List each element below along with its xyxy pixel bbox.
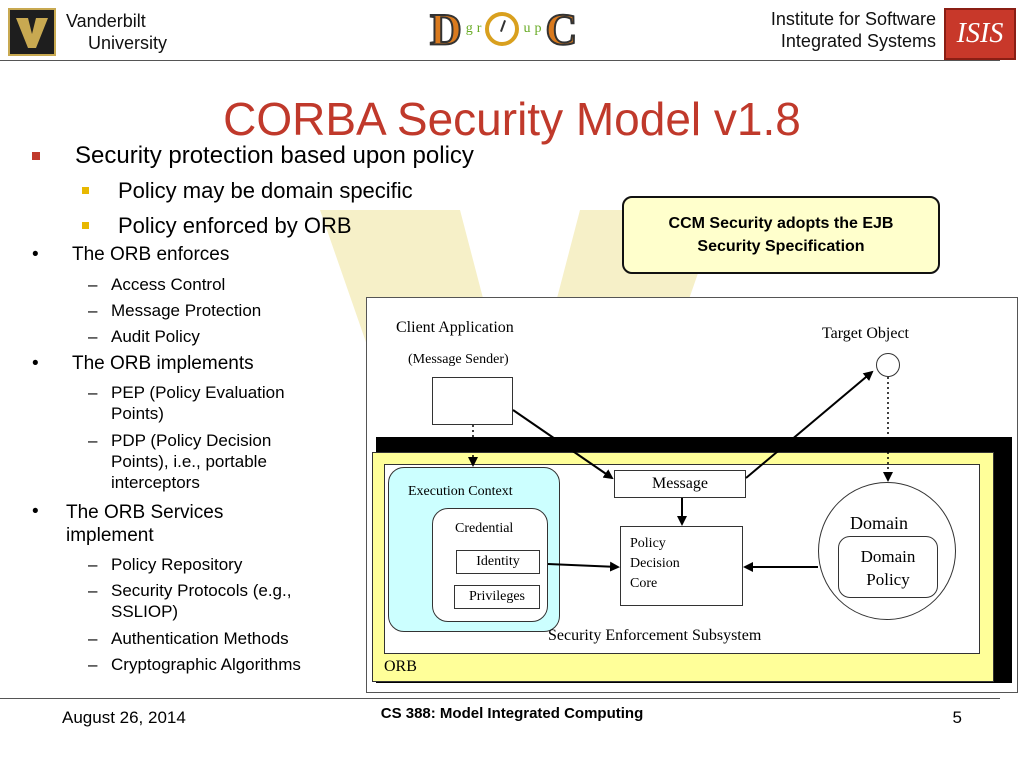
list-item: Policy Repository — [111, 555, 243, 574]
bullet-orb-services: The ORB Services implement — [66, 502, 224, 546]
callout-line1: CCM Security adopts the EJB — [668, 215, 894, 232]
orb-label: ORB — [384, 658, 417, 675]
domain-policy-box: Domain Policy — [838, 536, 938, 598]
dash-mark: – — [88, 275, 98, 294]
doc-letter-c: C — [544, 4, 578, 55]
dash-mark: – — [88, 383, 98, 402]
ses-label: Security Enforcement Subsystem — [548, 627, 762, 644]
bullet-dot: • — [32, 501, 39, 522]
list-item: Authentication Methods — [111, 629, 289, 648]
domain-policy-line2: Policy — [866, 570, 910, 589]
policy-decision-core-box: Policy Decision Core — [620, 526, 743, 606]
doc-letter-u: u — [523, 21, 531, 36]
ccm-callout: CCM Security adopts the EJB Security Spe… — [622, 196, 940, 274]
privileges-box: Privileges — [454, 585, 540, 609]
list-item: Access Control — [111, 275, 226, 294]
footer-date: August 26, 2014 — [62, 708, 186, 727]
vanderbilt-shield-logo — [8, 8, 56, 56]
list-item: Audit Policy — [111, 327, 200, 346]
vu-line1: Vanderbilt — [66, 11, 146, 31]
dash-mark: – — [88, 327, 98, 346]
footer-course: CS 388: Model Integrated Computing — [380, 705, 644, 722]
list-item: Cryptographic Algorithms — [111, 655, 301, 674]
list-item: Message Protection — [111, 301, 262, 320]
pdc-line2: Decision — [630, 556, 680, 571]
client-box — [432, 377, 513, 425]
identity-box: Identity — [456, 550, 540, 574]
dash-mark: – — [88, 431, 98, 450]
doc-group-logo: D g r u p C — [429, 4, 578, 55]
footer-page-number: 5 — [952, 708, 962, 727]
dash-mark: – — [88, 581, 98, 600]
doc-letter-d: D — [429, 4, 463, 55]
dash-mark: – — [88, 655, 98, 674]
header-divider — [0, 60, 1000, 61]
arrow-client-to-message — [512, 409, 614, 480]
arrow-message-to-target — [745, 370, 874, 479]
bullet-l2b: Policy enforced by ORB — [118, 213, 352, 238]
list-item: Security Protocols (e.g., SSLIOP) — [111, 581, 292, 621]
arrow-credential-to-pdc — [547, 561, 620, 572]
dash-mark: – — [88, 629, 98, 648]
bullet-square-icon — [82, 187, 89, 194]
message-sender-label: (Message Sender) — [408, 352, 509, 367]
isis-line2: Integrated Systems — [780, 31, 936, 51]
doc-letter-g: g — [465, 21, 473, 36]
clock-icon — [485, 12, 520, 46]
dash-mark: – — [88, 301, 98, 320]
doc-letter-p: p — [534, 21, 542, 36]
bullet-square-icon — [32, 152, 40, 160]
target-object-circle — [876, 353, 900, 377]
message-box: Message — [614, 470, 746, 498]
bullet-square-icon — [82, 222, 89, 229]
bullet-orb-implements: The ORB implements — [72, 353, 254, 374]
list-item: PEP (Policy Evaluation Points) — [111, 383, 285, 423]
client-application-label: Client Application — [396, 319, 514, 336]
bullet-l2a: Policy may be domain specific — [118, 178, 413, 203]
callout-line2: Security Specification — [697, 238, 865, 255]
footer-divider — [0, 698, 1000, 699]
list-item: PDP (Policy Decision Points), i.e., port… — [111, 431, 272, 492]
slide-title: CORBA Security Model v1.8 — [223, 93, 801, 145]
bullet-l1: Security protection based upon policy — [75, 142, 474, 169]
pdc-line1: Policy — [630, 536, 666, 551]
vanderbilt-name: Vanderbilt University — [66, 10, 167, 54]
target-object-label: Target Object — [822, 325, 909, 342]
execution-context-label: Execution Context — [408, 484, 513, 499]
dash-mark: – — [88, 555, 98, 574]
credential-label: Credential — [455, 521, 514, 536]
bullet-orb-enforces: The ORB enforces — [72, 244, 230, 265]
domain-policy-line1: Domain — [860, 547, 916, 566]
pdc-line3: Core — [630, 576, 658, 591]
domain-label: Domain — [850, 513, 908, 533]
isis-logo: ISIS — [944, 8, 1016, 60]
isis-line1: Institute for Software — [770, 9, 936, 29]
vu-line2: University — [88, 33, 168, 53]
bullet-dot: • — [32, 244, 39, 265]
bullet-dot: • — [32, 353, 39, 374]
doc-letter-r: r — [476, 21, 482, 36]
isis-name: Institute for Software Integrated System… — [740, 8, 936, 52]
